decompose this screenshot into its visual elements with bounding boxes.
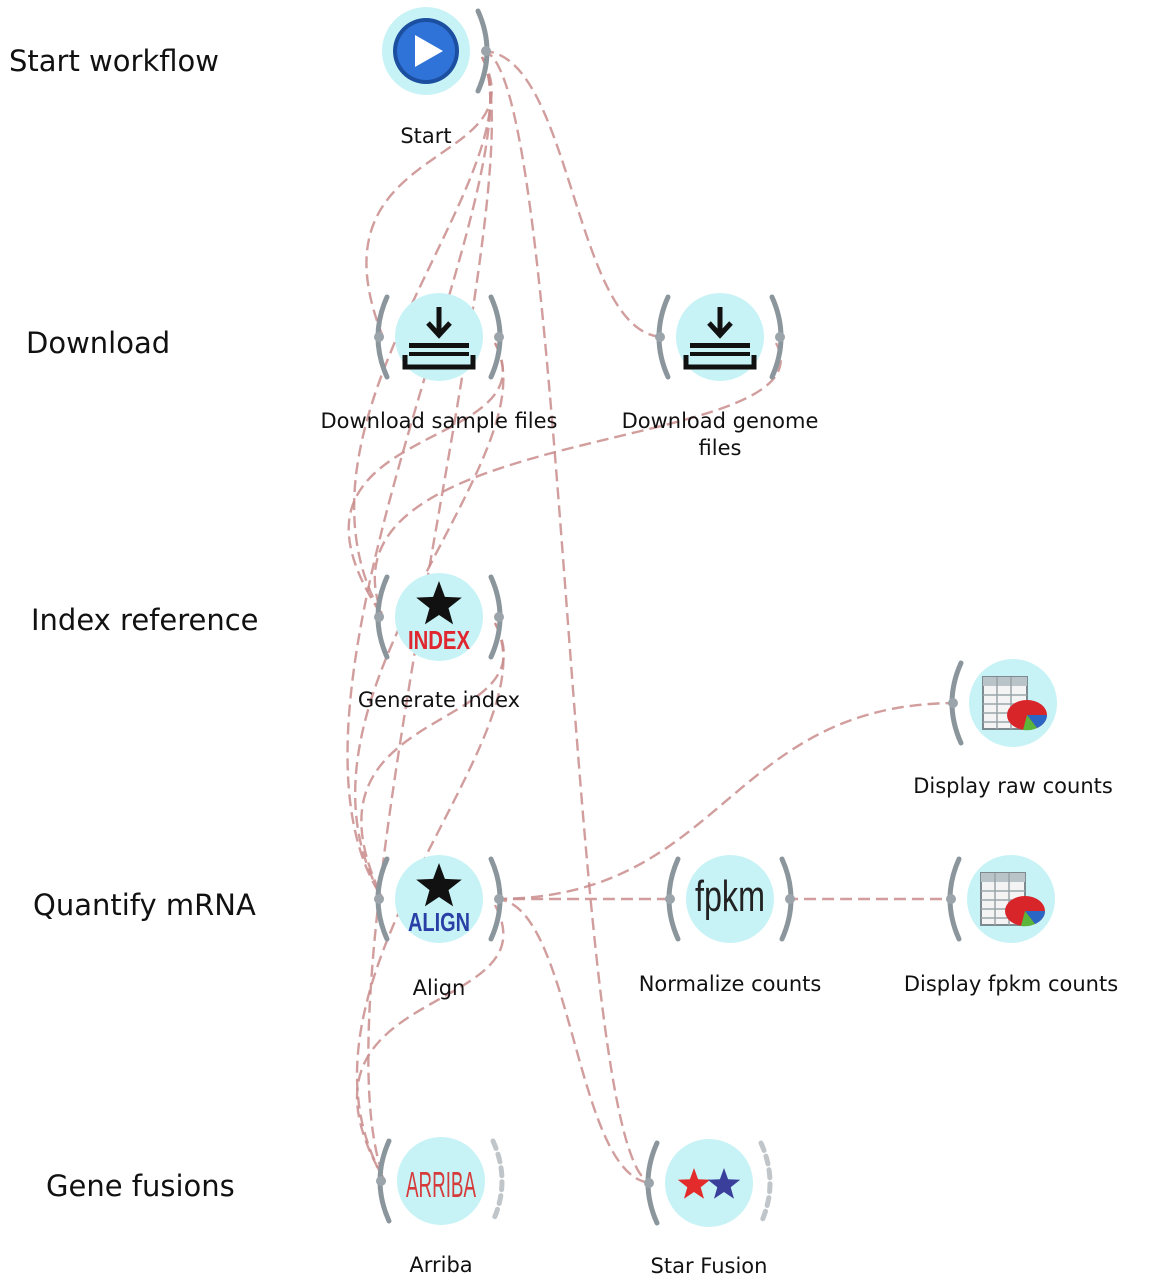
node-arriba[interactable]: ARRIBA xyxy=(376,1137,505,1225)
edge-align-to-arriba xyxy=(356,904,505,1182)
edge-dl_genome-to-gen_index xyxy=(373,342,782,618)
icon-text: fpkm xyxy=(695,872,765,921)
align-star-icon: ALIGN xyxy=(408,863,470,937)
spreadsheet-pie-icon xyxy=(980,872,1045,927)
node-label-arriba: Arriba xyxy=(409,1253,473,1277)
node-disc xyxy=(665,1139,753,1227)
node-dl_genome[interactable] xyxy=(655,293,785,381)
node-label-fpkm-counts: Display fpkm counts xyxy=(903,972,1119,996)
download-icon xyxy=(683,307,757,370)
input-port[interactable] xyxy=(374,332,384,342)
node-fpkm_counts[interactable] xyxy=(946,855,1055,943)
output-bracket xyxy=(758,1140,773,1226)
node-align[interactable]: ALIGN xyxy=(374,855,504,943)
edge-dl_samples-to-gen_index xyxy=(347,342,504,618)
icon-text: ARRIBA xyxy=(406,1164,476,1205)
play-icon xyxy=(393,18,459,84)
fpkm-icon: fpkm xyxy=(695,872,765,921)
stage-label-fusion: Gene fusions xyxy=(46,1169,235,1203)
input-port[interactable] xyxy=(374,894,384,904)
input-port[interactable] xyxy=(946,894,956,904)
index-star-icon: INDEX xyxy=(408,581,471,655)
node-disc xyxy=(395,855,483,943)
node-dl_samples[interactable] xyxy=(374,293,504,381)
edge-align-to-raw_counts xyxy=(494,701,958,901)
output-port[interactable] xyxy=(775,332,785,342)
node-label-generate-index: Generate index xyxy=(357,688,521,712)
icon-text: ALIGN xyxy=(408,907,470,937)
arriba-icon: ARRIBA xyxy=(406,1164,476,1205)
edge-start-to-dl_genome xyxy=(481,49,665,339)
node-disc xyxy=(686,855,774,943)
input-port[interactable] xyxy=(644,1178,654,1188)
edge-start-to-star_fusion xyxy=(481,49,654,1185)
output-port[interactable] xyxy=(494,612,504,622)
node-label-normalize: Normalize counts xyxy=(638,972,822,996)
output-port[interactable] xyxy=(494,894,504,904)
two-stars-icon xyxy=(677,1168,741,1199)
node-label-start: Start xyxy=(400,124,452,148)
output-bracket xyxy=(490,1138,505,1224)
node-normalize[interactable]: fpkm xyxy=(665,855,795,943)
node-label-raw-counts: Display raw counts xyxy=(913,774,1113,798)
stage-label-start: Start workflow xyxy=(9,44,219,78)
input-port[interactable] xyxy=(948,698,958,708)
edge-gen_index-to-arriba xyxy=(355,622,505,1182)
node-label-download-genome: Download genome files xyxy=(621,409,819,460)
node-raw_counts[interactable] xyxy=(948,659,1057,747)
node-label-download-samples: Download sample files xyxy=(320,409,558,433)
stage-label-index: Index reference xyxy=(31,603,259,637)
stage-label-quantify: Quantify mRNA xyxy=(33,888,256,922)
edge-start-to-align xyxy=(346,56,492,900)
output-port[interactable] xyxy=(481,46,491,56)
icon-text: INDEX xyxy=(408,625,471,655)
input-port[interactable] xyxy=(374,612,384,622)
node-disc xyxy=(395,573,483,661)
node-gen_index[interactable]: INDEX xyxy=(374,573,504,661)
edge-align-to-star_fusion xyxy=(494,897,654,1185)
node-star_fusion[interactable] xyxy=(644,1139,773,1227)
input-port[interactable] xyxy=(376,1176,386,1186)
node-disc xyxy=(397,1137,485,1225)
input-port[interactable] xyxy=(665,894,675,904)
download-icon xyxy=(402,307,476,370)
node-label-star-fusion: Star Fusion xyxy=(650,1254,768,1278)
edge-dl_samples-to-align xyxy=(354,342,505,900)
output-port[interactable] xyxy=(785,894,795,904)
output-port[interactable] xyxy=(494,332,504,342)
input-port[interactable] xyxy=(655,332,665,342)
node-start[interactable] xyxy=(382,7,491,95)
stage-label-download: Download xyxy=(26,326,171,360)
node-label-align: Align xyxy=(412,976,466,1000)
spreadsheet-pie-icon xyxy=(982,676,1047,731)
edges-layer xyxy=(346,49,958,1185)
